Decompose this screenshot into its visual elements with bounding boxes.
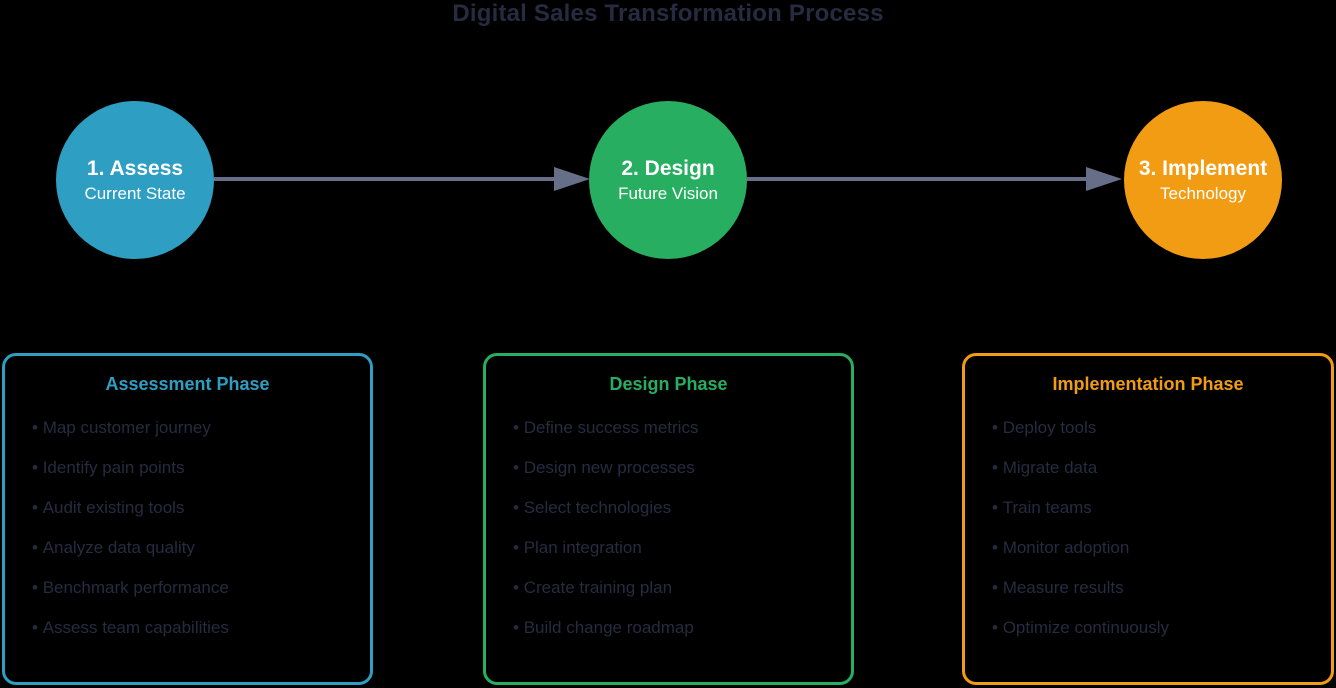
arrow-line-design-to-implement (747, 177, 1086, 181)
step-circle-implement: 3. Implement Technology (1124, 101, 1282, 259)
list-item: Optimize continuously (992, 608, 1321, 648)
list-item: Migrate data (992, 448, 1321, 488)
list-item: Measure results (992, 568, 1321, 608)
arrow-line-assess-to-design (214, 177, 554, 181)
step-circle-assess: 1. Assess Current State (56, 101, 214, 259)
list-item: Assess team capabilities (32, 608, 360, 648)
list-item: Plan integration (513, 528, 841, 568)
list-item: Train teams (992, 488, 1321, 528)
phase-implementation-title: Implementation Phase (1052, 374, 1244, 394)
step-implement-label: 3. Implement (1138, 156, 1268, 180)
step-design-sublabel: Future Vision (618, 183, 718, 203)
list-item: Create training plan (513, 568, 841, 608)
list-item: Map customer journey (32, 408, 360, 448)
list-item: Build change roadmap (513, 608, 841, 648)
step-implement-sublabel: Technology (1159, 183, 1246, 203)
phase-assessment-title: Assessment Phase (105, 374, 270, 394)
phase-assessment-list: Map customer journey Identify pain point… (5, 408, 370, 648)
list-item: Identify pain points (32, 448, 360, 488)
phase-box-assessment: Assessment Phase Map customer journey Id… (2, 353, 373, 685)
phase-implementation-list: Deploy tools Migrate data Train teams Mo… (965, 408, 1331, 648)
list-item: Monitor adoption (992, 528, 1321, 568)
arrow-head-assess-to-design-icon (554, 167, 590, 191)
page-title: Digital Sales Transformation Process (452, 0, 884, 27)
phase-design-list: Define success metrics Design new proces… (486, 408, 851, 648)
list-item: Define success metrics (513, 408, 841, 448)
step-circle-design: 2. Design Future Vision (589, 101, 747, 259)
arrow-head-design-to-implement-icon (1086, 167, 1122, 191)
phase-design-title: Design Phase (609, 374, 728, 394)
phase-box-design: Design Phase Define success metrics Desi… (483, 353, 854, 685)
list-item: Analyze data quality (32, 528, 360, 568)
list-item: Benchmark performance (32, 568, 360, 608)
step-assess-label: 1. Assess (86, 156, 184, 180)
list-item: Design new processes (513, 448, 841, 488)
list-item: Audit existing tools (32, 488, 360, 528)
step-assess-sublabel: Current State (84, 183, 186, 203)
list-item: Deploy tools (992, 408, 1321, 448)
list-item: Select technologies (513, 488, 841, 528)
step-design-label: 2. Design (621, 156, 715, 180)
phase-box-implementation: Implementation Phase Deploy tools Migrat… (962, 353, 1334, 685)
